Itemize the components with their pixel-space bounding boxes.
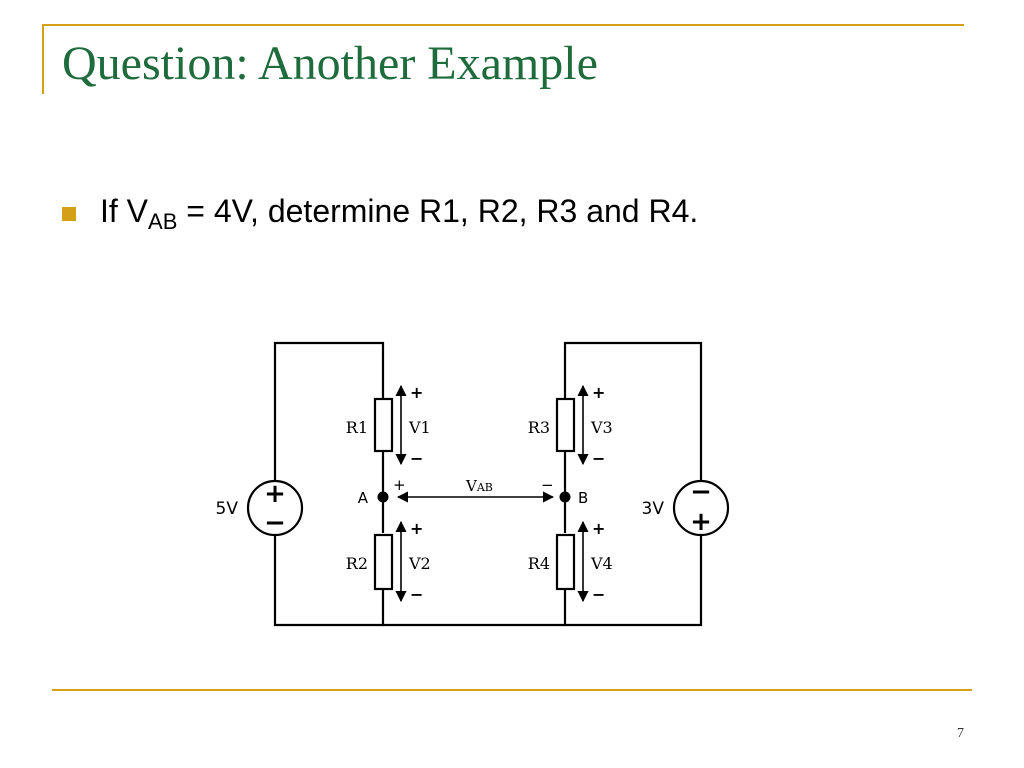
v1-plus-sign: + [410,383,423,402]
wire-right-top [563,341,703,481]
voltage-v2-label: V2 [408,554,431,573]
bullet-text: If VAB = 4V, determine R1, R2, R3 and R4… [100,193,698,235]
vab-label-subscript: AB [476,481,493,494]
vab-plus-sign: + [393,476,406,494]
bullet-text-subscript: AB [148,209,178,234]
vab-labels: VAB + − [393,476,554,495]
voltage-source-right [672,479,730,537]
page-number: 7 [957,726,964,741]
source-left-plus: + [264,479,286,509]
bullet-text-suffix: = 4V, determine R1, R2, R3 and R4. [177,193,699,229]
node-b-dot [559,491,571,503]
resistor-r3 [555,397,576,453]
circuit-wires [273,341,703,627]
wire-right-bottom [563,535,703,627]
vab-minus-sign: − [541,476,554,494]
vab-label: VAB [465,477,493,495]
resistor-r3-label: R3 [528,418,550,437]
source-left-label: 5V [216,499,239,519]
voltage-labels: V1 V2 V3 V4 [408,418,613,573]
node-a-dot [377,491,389,503]
resistor-r1-label: R1 [346,418,368,437]
bullet-square-icon [62,207,76,221]
resistor-r2 [373,533,394,591]
resistor-r1 [373,397,394,453]
title-frame-top-rule [42,24,964,26]
v4-plus-sign: + [592,519,605,538]
node-labels: A B [358,489,589,507]
voltage-v3-label: V3 [590,418,613,437]
source-right-label: 3V [642,499,665,519]
vab-label-prefix: V [465,477,478,495]
slide-title: Question: Another Example [62,37,598,90]
v1-minus-sign: − [410,449,423,468]
voltage-source-left [246,479,304,537]
v2-plus-sign: + [410,519,423,538]
wire-left-bottom [273,535,385,627]
resistor-r4-label: R4 [528,554,550,573]
footer-rule [52,689,972,691]
resistor-group [373,397,576,591]
source-signs: + − − + [264,477,712,538]
source-right-plus: + [690,507,712,537]
source-left-minus: − [264,508,286,538]
polarity-signs: + − + − + − + − [410,383,605,604]
resistor-r4 [555,533,576,591]
bullet-item: If VAB = 4V, determine R1, R2, R3 and R4… [62,193,698,235]
node-a-label: A [358,489,369,507]
source-group [246,479,730,537]
voltage-v1-label: V1 [408,418,431,437]
v2-minus-sign: − [410,585,423,604]
title-frame-left-rule [42,24,44,94]
v3-minus-sign: − [592,449,605,468]
v4-minus-sign: − [592,585,605,604]
source-labels: 5V 3V [216,499,665,519]
v3-plus-sign: + [592,383,605,402]
resistor-labels: R1 R2 R3 R4 [346,418,550,573]
source-right-minus: − [690,477,712,507]
voltage-arrows [395,384,589,603]
node-b-label: B [578,489,588,507]
bullet-text-prefix: If V [100,193,149,229]
wire-left-top [273,341,385,481]
resistor-r2-label: R2 [346,554,368,573]
voltage-v4-label: V4 [590,554,613,573]
